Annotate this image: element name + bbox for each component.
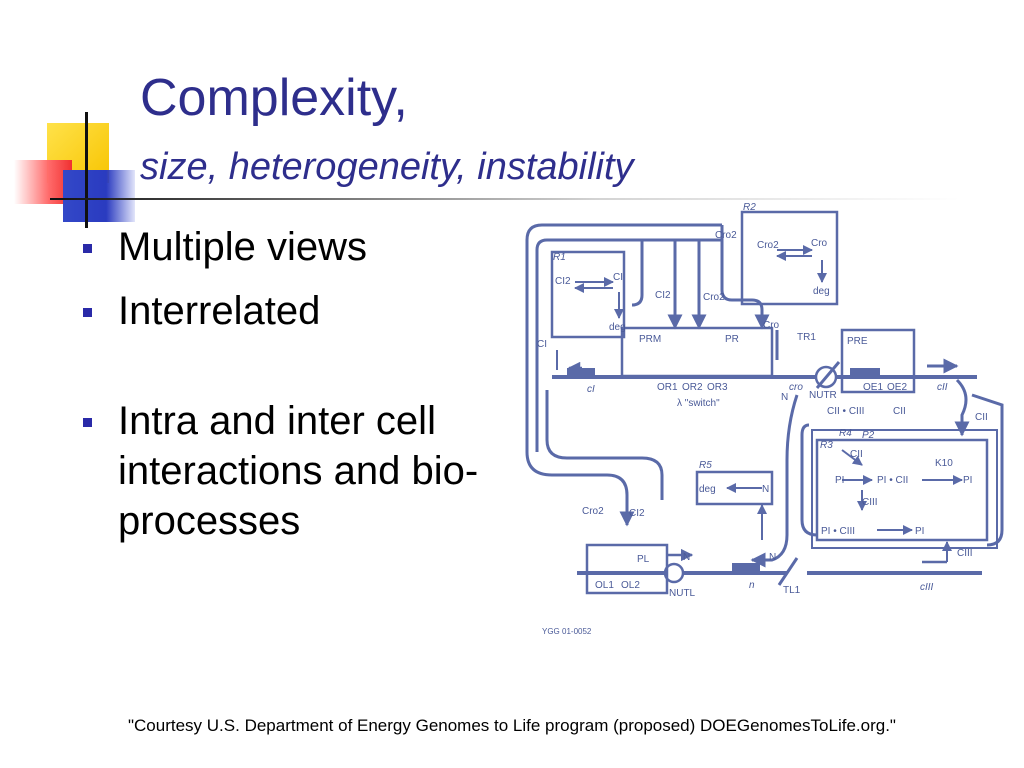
- label-ci2-mid: CI2: [655, 290, 671, 301]
- decor-red-square: [14, 160, 72, 204]
- decor-vertical-line: [85, 112, 88, 228]
- bullet-square-icon: [83, 308, 92, 317]
- label-pr: PR: [725, 334, 739, 345]
- label-pi-1: PI: [835, 475, 844, 486]
- bullet-square-icon: [83, 244, 92, 253]
- label-cro2-r2: Cro2: [757, 240, 779, 251]
- label-oe1: OE1: [863, 382, 883, 393]
- label-n-bottom: N: [683, 552, 690, 563]
- label-r5: R5: [699, 460, 712, 471]
- label-ygg: YGG 01-0052: [542, 627, 592, 636]
- label-k10: K10: [935, 458, 953, 469]
- label-tl1: TL1: [783, 585, 801, 596]
- decor-blue-square: [63, 170, 135, 222]
- gene-ciii: cIII: [920, 582, 934, 593]
- label-cii-ciii: CII • CIII: [827, 406, 864, 417]
- label-ciii-r3: CIII: [862, 497, 878, 508]
- slide-title: Complexity,: [140, 69, 408, 127]
- label-cro2-top: Cro2: [715, 230, 737, 241]
- label-nutl: NUTL: [669, 588, 696, 599]
- label-tr1: TR1: [797, 332, 816, 343]
- label-pi-ciii: PI • CIII: [821, 526, 855, 537]
- label-ciii-bottom: CIII: [957, 548, 973, 559]
- label-ci2-r1: CI2: [555, 276, 571, 287]
- label-ol2: OL2: [621, 580, 640, 591]
- slide-subtitle: size, heterogeneity, instability: [140, 146, 634, 188]
- label-cii-top: CII: [893, 406, 906, 417]
- bullet-text: Interrelated: [118, 289, 321, 333]
- label-p2: P2: [862, 430, 875, 441]
- label-cro-mid: Cro: [763, 320, 780, 331]
- bullet-square-icon: [83, 418, 92, 427]
- label-ci-r1: CI: [613, 272, 623, 283]
- gene-cro: cro: [789, 382, 803, 393]
- gene-cii: cII: [937, 382, 948, 393]
- label-ci-out: CI: [537, 339, 547, 350]
- label-pre: PRE: [847, 336, 868, 347]
- label-pl: PL: [637, 554, 650, 565]
- label-prm: PRM: [639, 334, 661, 345]
- label-n-r5: N: [762, 484, 769, 495]
- label-pi-2: PI: [963, 475, 972, 486]
- label-switch: λ "switch": [677, 398, 720, 409]
- gene-ci: cI: [587, 384, 595, 395]
- bullet-text: Intra and inter cell interactions and bi…: [118, 399, 479, 543]
- label-cii-r3: CII: [850, 449, 863, 460]
- label-pi-3: PI: [915, 526, 924, 537]
- label-cro-r2: Cro: [811, 238, 828, 249]
- label-n-top: N: [781, 392, 788, 403]
- bullet-text: Multiple views: [118, 225, 367, 269]
- label-r3: R3: [820, 440, 833, 451]
- bullet-item: Interrelated: [80, 286, 510, 336]
- label-deg-r2: deg: [813, 286, 830, 297]
- label-or2: OR2: [682, 382, 703, 393]
- bullet-item: Multiple views: [80, 222, 510, 272]
- courtesy-footer: "Courtesy U.S. Department of Energy Geno…: [128, 716, 896, 735]
- label-n-right: N: [769, 552, 776, 563]
- label-r4: R4: [839, 428, 852, 439]
- label-ol1: OL1: [595, 580, 614, 591]
- label-deg-r5: deg: [699, 484, 716, 495]
- label-r1: R1: [553, 252, 566, 263]
- bullet-list: Multiple views Interrelated Intra and in…: [80, 222, 510, 546]
- lambda-switch-diagram: R2 R1 R3 R4 P2 R5 cI cro cII n cIII Cro2…: [525, 202, 1004, 636]
- gene-n: n: [749, 580, 755, 591]
- label-cro2-mid: Cro2: [703, 292, 725, 303]
- label-or3: OR3: [707, 382, 728, 393]
- label-oe2: OE2: [887, 382, 907, 393]
- label-cii-right: CII: [975, 412, 988, 423]
- label-nutr: NUTR: [809, 390, 837, 401]
- bullet-item: Intra and inter cell interactions and bi…: [80, 396, 510, 546]
- label-pi-cii: PI • CII: [877, 475, 908, 486]
- decor-horizontal-line: [50, 198, 960, 200]
- label-cro2-bottom: Cro2: [582, 506, 604, 517]
- label-deg-r1: deg: [609, 322, 626, 333]
- label-ci2-bottom: CI2: [629, 508, 645, 519]
- label-r2: R2: [743, 202, 756, 213]
- label-or1: OR1: [657, 382, 678, 393]
